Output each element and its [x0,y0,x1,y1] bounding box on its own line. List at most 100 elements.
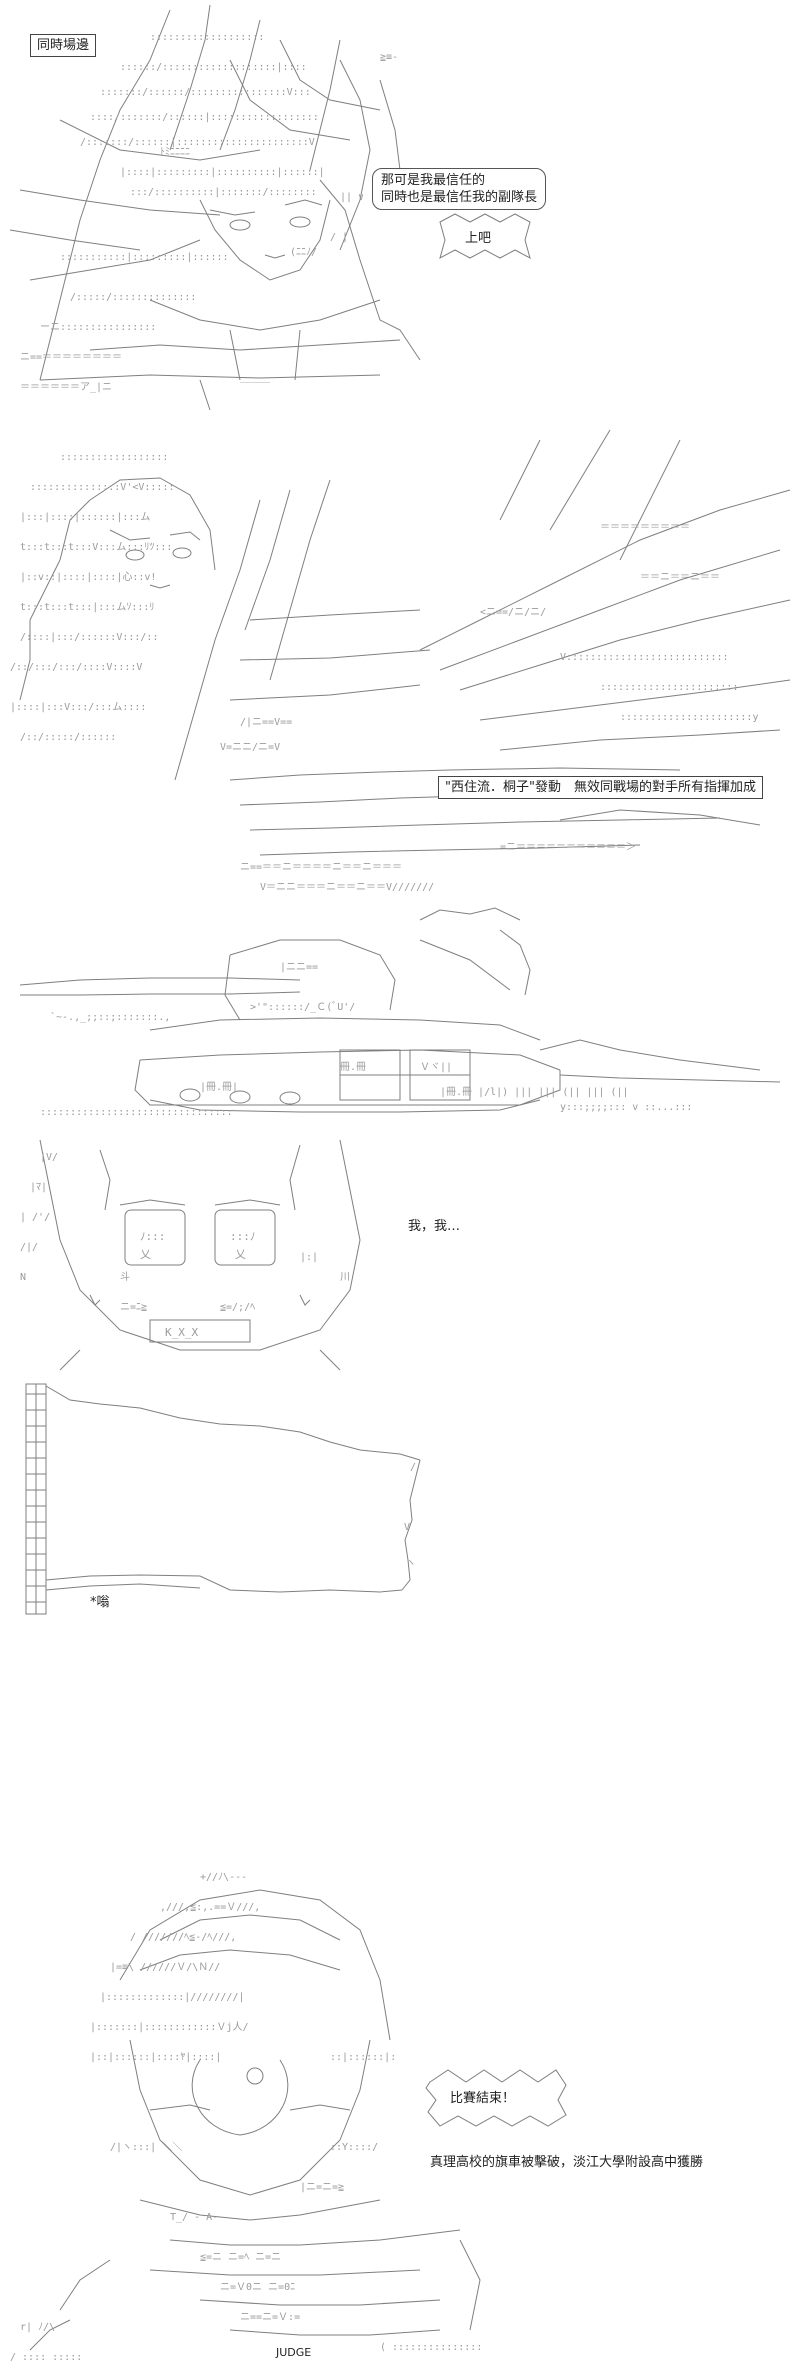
svg-text:乂: 乂 [140,1248,151,1261]
svg-text:/::::|:::/::::::V:::/::: /::::|:::/::::::V:::/:: [20,632,158,643]
location-caption: 同時場邊 [30,34,97,57]
speech-text: 我，我… [408,1219,461,1234]
svg-text:/ |: / | [330,232,348,243]
svg-text:V:::::::::::::::::::::::::::: V::::::::::::::::::::::::::: [560,652,729,663]
svg-text::::::::::::::::V'<V:::::: :::::::::::::::V'<V::::: [30,482,175,493]
svg-text:| /'/: | /'/ [20,1212,50,1223]
judge-label: JUDGE [276,2346,312,2359]
svg-text:::::::::::::::::::: :::::::::::::::::: [60,452,168,463]
svg-text:T_/ - A-: T_/ - A- [170,2212,218,2223]
svg-text:(ﾆﾆﾉ/: (ﾆﾆﾉ/ [290,247,317,258]
svg-text:|::v::|::::|::::|心::v!: |::v::|::::|::::|心::v! [20,571,156,583]
svg-text:/: / [410,1462,416,1473]
svg-text:K_X_X: K_X_X [165,1326,198,1339]
svg-text:|冊.冊|: |冊.冊| [200,1082,238,1093]
svg-text:≧≡-: ≧≡- [380,52,398,63]
svg-text:t:::t:::t:::|:::ムｿ:::ﾘ: t:::t:::t:::|:::ムｿ:::ﾘ [20,601,154,613]
svg-text:＝＝＝＝＝＝＝＝＝: ＝＝＝＝＝＝＝＝＝ [600,522,690,533]
panel-3: `~-.,_;;::;:::::::., :::::::::::::::::::… [0,900,800,1120]
svg-text:::::/:::::::/::::::|::::::::::: ::::/:::::::/::::::|:::::::::::::::::: [90,112,319,123]
speech-line-1: 那可是我最信任的 [381,173,486,188]
svg-text:|::::|:::V:::/:::ム::::: |::::|:::V:::/:::ム:::: [10,701,146,713]
svg-text:|=≡\ //////Ｖ/\Ｎ//: |=≡\ //////Ｖ/\Ｎ// [110,1962,220,1973]
svg-text:/:::::::/::::::|::::::::::::::: /:::::::/::::::|::::::::::::::::::::::V [80,137,315,148]
svg-text:|::|::::::|::::ﾔ|::::|: |::|::::::|::::ﾔ|::::| [90,2052,221,2063]
svg-text:ニ==ニ=Ｖ:=: ニ==ニ=Ｖ:= [240,2312,300,2323]
svg-text:斗: 斗 [120,1271,130,1283]
svg-text:::::::::::::::::::::::::::::::: :::::::::::::::::::::::::::::::: [40,1107,233,1118]
svg-text:＝＝＝＝＝＝ア_|ニ: ＝＝＝＝＝＝ア_|ニ [20,382,112,393]
svg-text:ﾉ:::: ﾉ::: [140,1230,165,1243]
svg-text::::/::::::::::|:::::::/:::::::: :::/::::::::::|:::::::/:::::::: [130,187,317,198]
svg-text::::ﾉ: :::ﾉ [230,1230,255,1243]
svg-text:V=ニニ/ニ=V: V=ニニ/ニ=V [220,742,280,753]
svg-text:|| ∨: || ∨ [340,192,364,203]
svg-text:/::/:::/:::/::::V::::V: /::/:::/:::/::::V::::V [10,662,142,673]
svg-text:r| ﾉ/\: r| ﾉ/\ [20,2322,55,2333]
match-result: 真理高校的旗車被擊破，淡江大學附設高中獲勝 [430,2155,704,2170]
skill-caption: "西住流．桐子"發動 無效同戰場的對手所有指揮加成 [438,776,763,799]
svg-text:≦=ニ ニ=ﾍ ニ=ニ: ≦=ニ ニ=ﾍ ニ=ニ [200,2252,281,2263]
svg-text:::::::/:::::::::::::::::::|:::: ::::::/:::::::::::::::::::|:::: [120,62,307,73]
svg-text:/ :::: :::::: / :::: ::::: [10,2352,82,2363]
panel-1-art: ::::::::::::::::::: ::::::/:::::::::::::… [9,4,421,411]
svg-text:|:::|::::|::::::|:::ム: |:::|::::|::::::|:::ム [20,511,150,523]
svg-text:/|ヽ:::| ＼＼: /|ヽ:::| ＼＼ [110,2141,182,2153]
panel-2: :::::::::::::::::: :::::::::::::::V'<V::… [0,420,800,900]
svg-text:|ニニ==: |ニニ== [280,962,318,973]
svg-text:|冊.冊 |/l|) ||| ||| (|| ||| (||: |冊.冊 |/l|) ||| ||| (|| ||| (|| [440,1087,629,1098]
panel-4: ﾉ::: :::ﾉ 乂 乂 K_X_X |V/ |ﾏ| | /'/ /|/ N … [0,1120,800,1380]
svg-text:`~-.,_;;::;:::::::.,: `~-.,_;;::;:::::::., [50,1011,170,1023]
svg-text:|ﾏ|: |ﾏ| [30,1182,47,1193]
sfx-text: *嗡 [90,1595,110,1610]
panel-6-art: +//ﾉ\--- ,///,≦:,.==Ｖ///, / ///////ﾍ≦-/ﾍ… [10,1872,482,2363]
svg-text:ニ=Ｖ0ニ ニ=0ﾆ: ニ=Ｖ0ニ ニ=0ﾆ [220,2282,295,2293]
svg-text:/ ///////ﾍ≦-/ﾍ///,: / ///////ﾍ≦-/ﾍ///, [130,1932,236,1943]
svg-text:/:::::/::::::::::::::: /:::::/:::::::::::::: [70,292,196,303]
svg-text:/::/:::::/::::::: /::/:::::/:::::: [20,732,116,743]
svg-text:|::::|:::::::::|::::::::::|:::: |::::|:::::::::|::::::::::|::::::| [120,167,325,178]
svg-text:Ｖヾ||: Ｖヾ|| [420,1062,452,1073]
svg-text:/|ニ==V==: /|ニ==V== [240,717,292,728]
svg-text:川: 川 [340,1272,350,1283]
svg-text:_____: _____ [240,372,271,383]
svg-text:N: N [20,1272,26,1283]
svg-text:+//ﾉ\---: +//ﾉ\--- [200,1872,247,1883]
svg-text:,///,≦:,.==Ｖ///,: ,///,≦:,.==Ｖ///, [160,1902,260,1913]
svg-text:ニ==＝＝ニ＝＝＝＝ニ＝＝ニ＝＝＝: ニ==＝＝ニ＝＝＝＝ニ＝＝ニ＝＝＝ [240,862,402,873]
svg-text::::::::::::::::::::: ::::::::::::::::::: [150,32,264,43]
svg-text:冊.冊: 冊.冊 [340,1062,366,1073]
svg-text:>'"::::::/_Ｃ(ﾟU'/: >'"::::::/_Ｃ(ﾟU'/ [250,1001,355,1013]
svg-text:ニ==＝＝＝＝＝＝＝＝: ニ==＝＝＝＝＝＝＝＝ [20,352,122,363]
svg-text:::|::::::|:: ::|::::::|: [330,2052,396,2063]
panel-5-art: / V ヽ [25,1383,421,1615]
svg-text:|:::::::::::::|////////|: |:::::::::::::|////////| [100,1992,245,2003]
svg-text:＝＝ニ＝＝ニ＝＝: ＝＝ニ＝＝ニ＝＝ [640,572,720,583]
match-end-shout: 比賽結束！ [450,2091,516,2106]
svg-text::::::::::::|:::::::::|::::::: :::::::::::|:::::::::|:::::: [60,252,229,263]
svg-text:V＝ニニ＝＝＝ニ＝＝ニ＝＝V///////: V＝ニニ＝＝＝ニ＝＝ニ＝＝V/////// [260,882,434,893]
svg-text:乂: 乂 [235,1248,246,1261]
svg-text:( :::::::::::::::: ( ::::::::::::::: [380,2342,482,2353]
svg-text:ヽ: ヽ [406,1558,416,1569]
svg-text:|ニ=ニ=≧: |ニ=ニ=≧ [300,2182,344,2193]
shout-text: 上吧 [465,231,492,246]
svg-text:/|/: /|/ [20,1242,38,1253]
svg-text:|V/: |V/ [40,1152,58,1163]
svg-text::::::::/::::::/:::::::::::::::: :::::::/::::::/::::::::::::::::V::: [100,87,311,98]
svg-text:ﾄﾐﾆﾆﾆﾆ: ﾄﾐﾆﾆﾆﾆ [160,147,190,158]
panel-6: +//ﾉ\--- ,///,≦:,.==Ｖ///, / ///////ﾍ≦-/ﾍ… [0,1860,800,2366]
panel-5: / V ヽ *嗡 [0,1380,800,1620]
svg-text:ニ=ﾆ≧: ニ=ﾆ≧ [120,1302,147,1313]
svg-text:::Y::::/: ::Y::::/ [330,2142,378,2153]
svg-text:|:|: |:| [300,1252,318,1263]
svg-text:y:::;;;;::: v ::...:::: y:::;;;;::: v ::...::: [560,1102,692,1113]
svg-text:|:::::::|::::::::::::Ｖj人/: |:::::::|::::::::::::Ｖj人/ [90,2021,248,2033]
svg-text:V: V [404,1522,410,1533]
speech-bubble: 那可是我最信任的 同時也是最信任我的副隊長 [372,168,547,210]
svg-text:ーニ::::::::::::::::: ーニ:::::::::::::::: [40,322,156,333]
panel-4-art: ﾉ::: :::ﾉ 乂 乂 K_X_X |V/ |ﾏ| | /'/ /|/ N … [20,1139,361,1371]
svg-text:<ニ==/ニ/ニ/: <ニ==/ニ/ニ/ [480,607,546,618]
svg-text:≦=/;/ﾍ: ≦=/;/ﾍ [220,1302,255,1313]
svg-text::::::::::::::::::::::::: ::::::::::::::::::::::: [600,682,738,693]
